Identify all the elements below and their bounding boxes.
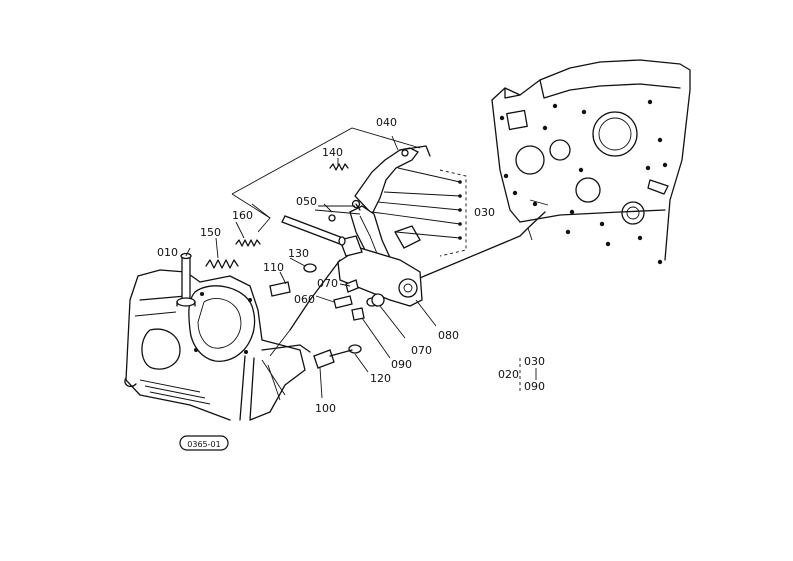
callout-130: 130: [288, 247, 309, 260]
governor-lever-assembly: [269, 145, 431, 369]
callout-080: 080: [438, 329, 459, 342]
assembly-legend: 030 020 090: [498, 355, 545, 393]
callout-050: 050: [296, 195, 317, 208]
callout-120: 120: [370, 372, 391, 385]
callout-labels: 010 150 160 140 040 050 030 130 110 070 …: [157, 116, 495, 415]
callout-100: 100: [315, 402, 336, 415]
callout-090: 090: [391, 358, 412, 371]
legend-020: 020: [498, 368, 519, 381]
part-150-spring: [205, 259, 239, 269]
callout-060: 060: [294, 293, 315, 306]
callout-140: 140: [322, 146, 343, 159]
governor-rod: [414, 211, 546, 281]
legend-090: 090: [524, 380, 545, 393]
legend-030: 030: [524, 355, 545, 368]
callout-110: 110: [263, 261, 284, 274]
callout-070-lower: 070: [411, 344, 432, 357]
callout-030: 030: [474, 206, 495, 219]
callout-150: 150: [200, 226, 221, 239]
engine-block-drawing: [491, 59, 691, 265]
part-160-spring: [235, 239, 261, 247]
drawing-code: 0365-01: [187, 440, 220, 449]
callout-070-upper: 070: [317, 277, 338, 290]
callout-010: 010: [157, 246, 178, 259]
leader-lines: [185, 127, 467, 399]
callout-040: 040: [376, 116, 397, 129]
part-010-shaft: [176, 252, 196, 307]
drawing-code-stamp: 0365-01: [179, 435, 229, 451]
callout-160: 160: [232, 209, 253, 222]
